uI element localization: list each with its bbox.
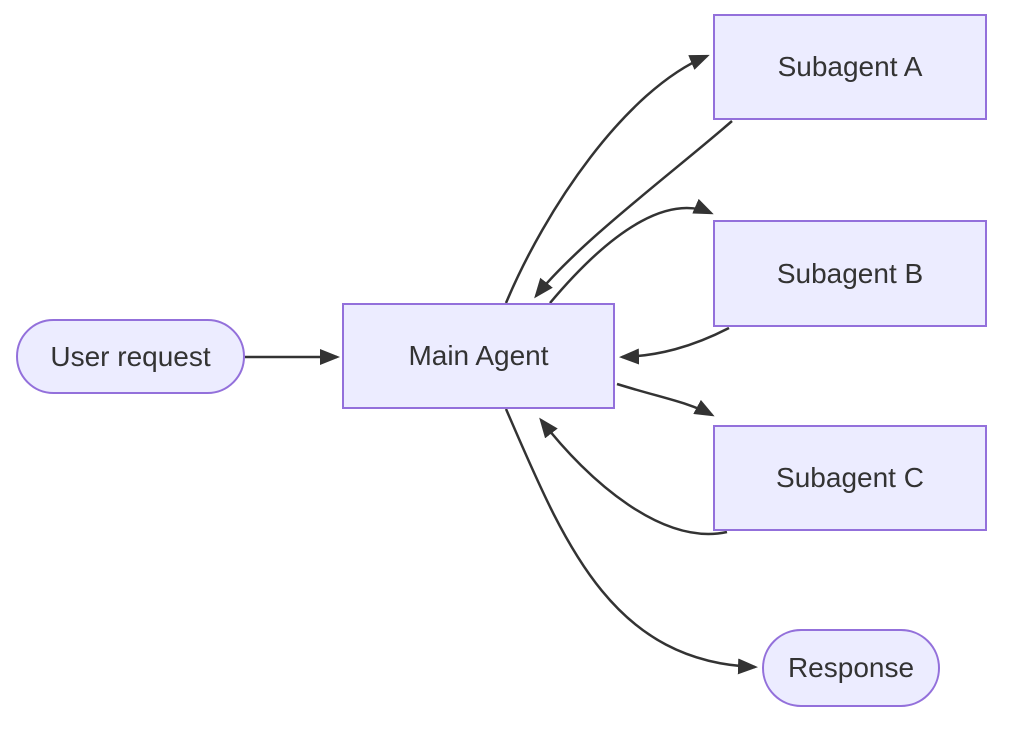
edge-subagent-b-to-main-agent	[619, 326, 730, 365]
node-subagent-b[interactable]: Subagent B	[713, 220, 987, 327]
node-subagent-c[interactable]: Subagent C	[713, 425, 987, 531]
edge-main-agent-to-subagent-b	[549, 198, 714, 304]
node-response[interactable]: Response	[762, 629, 940, 707]
node-response-label: Response	[787, 652, 915, 684]
edge-main-agent-to-response	[504, 408, 758, 675]
edge-main-agent-to-subagent-c	[616, 382, 715, 417]
node-main-agent[interactable]: Main Agent	[342, 303, 615, 409]
node-main-agent-label: Main Agent	[408, 340, 549, 372]
edge-subagent-c-to-main-agent	[539, 417, 728, 535]
node-subagent-a-label: Subagent A	[777, 51, 923, 83]
edge-main-agent-to-subagent-a	[504, 54, 710, 304]
node-subagent-b-label: Subagent B	[776, 257, 924, 289]
node-user-request-label: User request	[50, 340, 211, 372]
node-user-request[interactable]: User request	[16, 319, 245, 394]
edge-subagent-a-to-main-agent	[534, 120, 733, 299]
node-subagent-a[interactable]: Subagent A	[713, 14, 987, 120]
node-subagent-c-label: Subagent C	[776, 462, 924, 494]
